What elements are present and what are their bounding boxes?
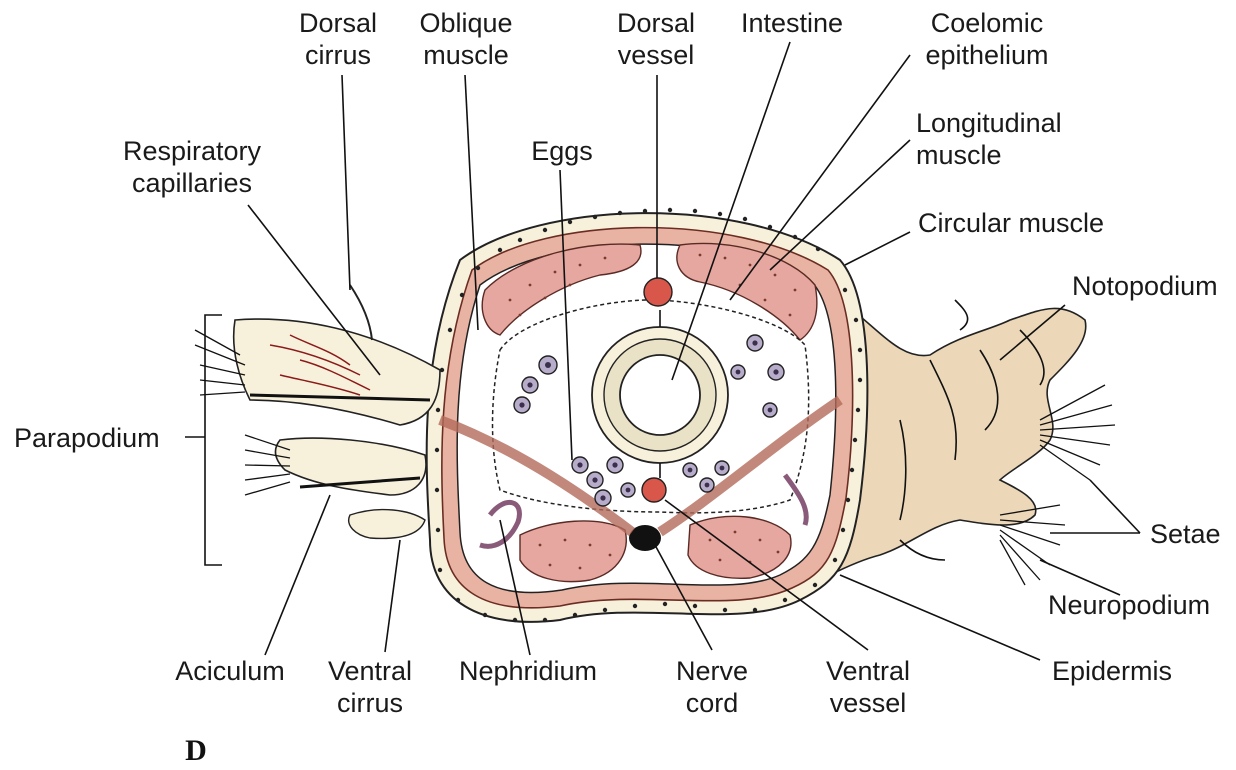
label-oblique-muscle-line1: Oblique [419, 8, 512, 38]
egg [731, 365, 745, 379]
label-notopodium: Notopodium [1072, 271, 1218, 301]
egg [572, 457, 588, 473]
label-epidermis: Epidermis [1052, 656, 1172, 686]
egg [607, 457, 623, 473]
label-neuropodium: Neuropodium [1048, 590, 1210, 620]
label-eggs: Eggs [531, 136, 593, 166]
egg [587, 472, 603, 488]
label-nerve-cord-line1: Nerve [676, 656, 748, 686]
egg [715, 461, 729, 475]
label-parapodium: Parapodium [14, 423, 160, 453]
left-parapodium-ventral-lobe [275, 438, 426, 495]
label-setae: Setae [1150, 519, 1221, 549]
label-ventral-vessel-line2: vessel [830, 688, 907, 718]
left-ventral-cirrus-lobe [349, 510, 425, 539]
label-ventral-cirrus-line1: Ventral [328, 656, 412, 686]
label-coelomic-epithelium-line1: Coelomic [931, 8, 1044, 38]
left-parapodium [195, 285, 440, 565]
label-respiratory-capillaries-line1: Respiratory [123, 136, 262, 166]
egg [595, 490, 611, 506]
label-dorsal-vessel-line2: vessel [618, 40, 695, 70]
dorsal-cirrus [350, 285, 372, 340]
label-longitudinal-muscle-line2: muscle [916, 140, 1002, 170]
label-nephridium: Nephridium [459, 656, 597, 686]
dorsal-vessel [644, 278, 672, 306]
egg [522, 377, 538, 393]
label-coelomic-epithelium-line2: epithelium [925, 40, 1048, 70]
right-parapodium [830, 300, 1115, 585]
label-aciculum: Aciculum [175, 656, 285, 686]
ventral-vessel [642, 478, 666, 502]
label-ventral-vessel-line1: Ventral [826, 656, 910, 686]
label-longitudinal-muscle-line1: Longitudinal [916, 108, 1062, 138]
egg [700, 478, 714, 492]
label-ventral-cirrus-line2: cirrus [337, 688, 403, 718]
egg [683, 463, 697, 477]
egg [768, 364, 784, 380]
label-nerve-cord-line2: cord [686, 688, 739, 718]
notopodium-lobe [830, 300, 1086, 575]
label-dorsal-cirrus-line1: Dorsal [299, 8, 377, 38]
label-oblique-muscle-line2: muscle [423, 40, 509, 70]
label-intestine: Intestine [741, 8, 843, 38]
label-dorsal-vessel-line1: Dorsal [617, 8, 695, 38]
panel-letter: D [185, 734, 207, 767]
egg [514, 397, 530, 413]
intestine-lumen [620, 355, 700, 435]
egg [763, 403, 777, 417]
egg [621, 483, 635, 497]
egg [747, 335, 763, 351]
longitudinal-muscle-ventral-right [688, 516, 791, 578]
label-circular-muscle: Circular muscle [918, 208, 1104, 238]
left-parapodium-dorsal-lobe [234, 319, 440, 425]
label-respiratory-capillaries-line2: capillaries [132, 168, 252, 198]
egg [539, 356, 557, 374]
label-dorsal-cirrus-line2: cirrus [305, 40, 371, 70]
